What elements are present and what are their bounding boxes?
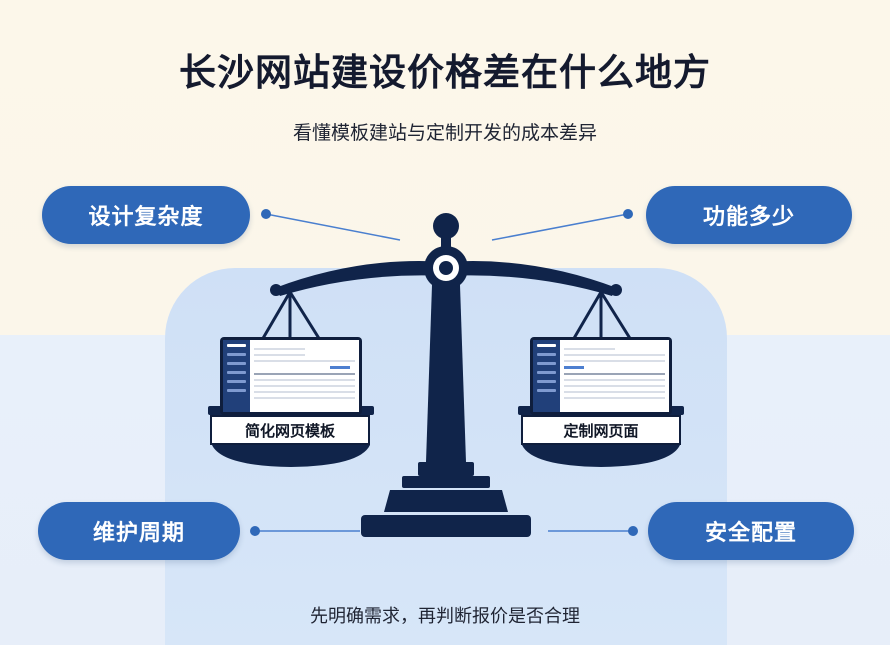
factor-security-config: 安全配置 bbox=[648, 502, 854, 560]
page-subtitle: 看懂模板建站与定制开发的成本差异 bbox=[292, 122, 597, 144]
screen-sidebar bbox=[223, 340, 251, 412]
footer-note: 先明确需求，再判断报价是否合理 bbox=[310, 606, 580, 627]
page-title: 长沙网站建设价格差在什么地方 bbox=[179, 51, 711, 94]
factor-function-count: 功能多少 bbox=[646, 186, 852, 244]
screen-content bbox=[560, 340, 669, 412]
left-pan bbox=[212, 445, 370, 467]
scale-beam bbox=[275, 261, 617, 296]
custom-site-label: 定制网页面 bbox=[521, 415, 681, 445]
screen-sidebar bbox=[533, 340, 561, 412]
template-site-screen bbox=[220, 337, 362, 415]
scale-pillar bbox=[426, 285, 466, 462]
connector-lines bbox=[255, 213, 633, 532]
template-site-label: 简化网页模板 bbox=[210, 415, 370, 445]
custom-site-screen bbox=[530, 337, 672, 415]
screen-content bbox=[250, 340, 359, 412]
factor-design-complexity: 设计复杂度 bbox=[42, 186, 250, 244]
connector-dots bbox=[250, 209, 638, 536]
factor-maintenance-period: 维护周期 bbox=[38, 502, 240, 560]
right-pan bbox=[522, 445, 680, 467]
